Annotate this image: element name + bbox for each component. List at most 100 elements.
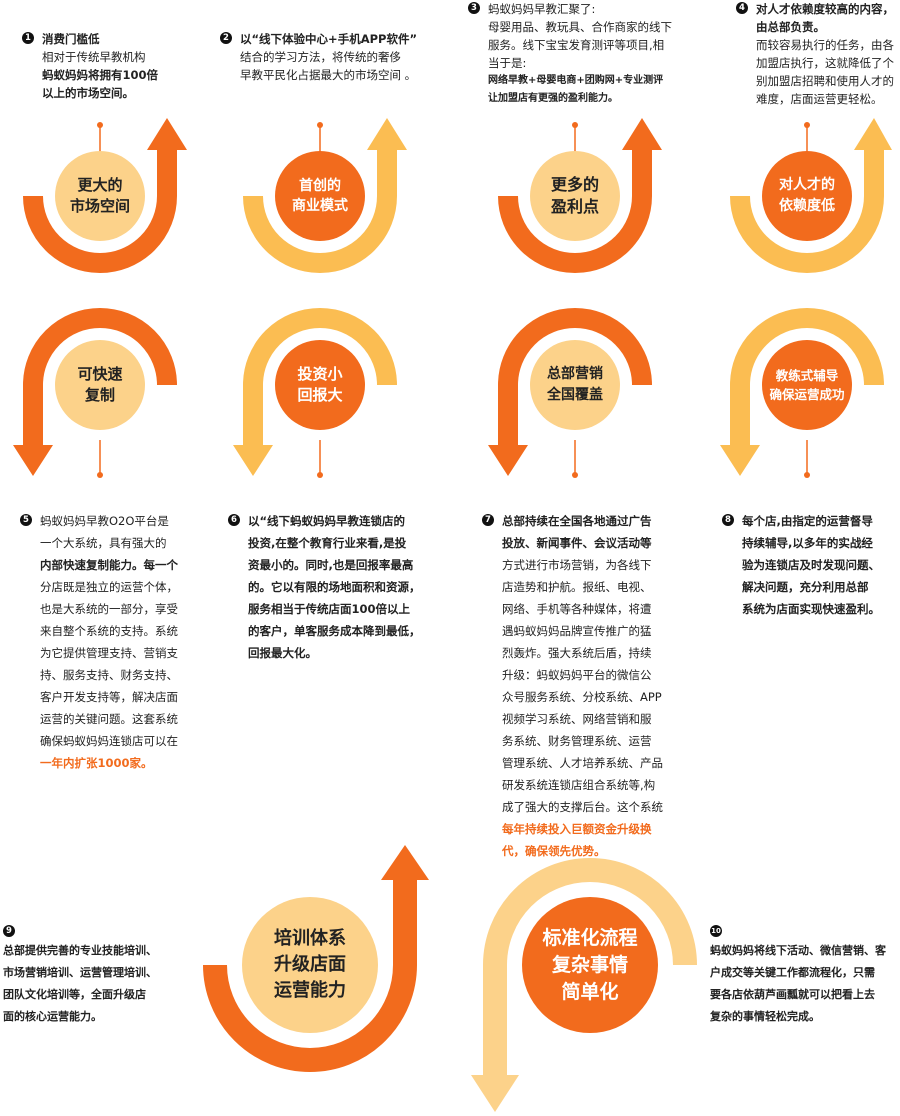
item-5-line-2: 一个大系统，具有强大的: [40, 536, 167, 550]
circle-5-line2: 复制: [84, 386, 115, 404]
arc-1: [23, 118, 187, 273]
item-1-block: 1 消费门槛低 相对于传统早教机构 蚂蚁妈妈将拥有100倍 以上的市场空间。: [22, 30, 222, 102]
circle-10-line3: 简单化: [561, 980, 619, 1003]
circle-9-line2: 升级店面: [274, 954, 346, 975]
item-6-line-5: 服务相当于传统店面100倍以上: [248, 602, 411, 616]
arc-7: [488, 308, 652, 478]
circle-9-line1: 培训体系: [274, 928, 346, 949]
arc-4: [730, 118, 892, 273]
item-5-line-4: 分店既是独立的运营个体，: [40, 580, 178, 594]
item-2-line-1: 以“线下体验中心+手机APP软件”: [240, 32, 418, 46]
circle-label-3: 更多的 盈利点: [530, 151, 620, 241]
item-10-line-1: 蚂蚁妈妈将线下活动、微信营销、客: [710, 944, 886, 957]
item-5-line-5: 也是大系统的一部分，享受: [40, 602, 178, 616]
circle-10-line1: 标准化流程: [542, 926, 638, 949]
item-7-line-5: 网络、手机等各种媒体，将遭: [502, 602, 652, 616]
item-7-line-8: 升级：蚂蚁妈妈平台的微信公: [502, 668, 652, 682]
item-9-line-2: 市场营销培训、运营管理培训、: [3, 966, 157, 979]
arc-5: [13, 308, 177, 478]
item-1-line-1: 消费门槛低: [42, 32, 100, 46]
item-10-line-3: 要各店依葫芦画瓢就可以把看上去: [710, 988, 875, 1001]
item-5-line-11: 确保蚂蚁妈妈连锁店可以在: [40, 734, 178, 748]
circle-1-line2: 市场空间: [69, 197, 130, 215]
item-4-line-4: 加盟店执行，这就降低了个: [756, 56, 894, 70]
item-3-block: 3 蚂蚁妈妈早教汇聚了: 母婴用品、教玩具、合作商家的线下 服务。线下宝宝发育测…: [468, 0, 698, 108]
item-5-line-1: 蚂蚁妈妈早教O2O平台是: [40, 514, 169, 528]
item-2-line-3: 早教平民化占据最大的市场空间 。: [240, 68, 417, 82]
item-7-line-10: 视频学习系统、网络营销和服: [502, 712, 652, 726]
circle-label-7: 总部营销 全国覆盖: [530, 340, 620, 430]
item-7-line-11: 务系统、财务管理系统、运营: [502, 734, 652, 748]
item-6-line-3: 资最小的。同时,也是回报率最高: [248, 558, 414, 572]
item-5-number: 5: [20, 514, 32, 526]
item-10-number: 10: [710, 925, 722, 937]
item-8-line-5: 系统为店面实现快速盈利。: [742, 602, 880, 616]
item-6-line-1: 以“线下蚂蚁妈妈早教连锁店的: [248, 514, 406, 528]
item-10-line-2: 户成交等关键工作都流程化，只需: [710, 966, 875, 979]
item-10-line-4: 复杂的事情轻松完成。: [710, 1010, 820, 1023]
arc-10: [471, 858, 697, 1112]
circle-label-8: 教练式辅导 确保运营成功: [762, 340, 852, 430]
circle-8-line1: 教练式辅导: [775, 368, 839, 383]
item-7-number: 7: [482, 514, 494, 526]
item-3-line-2: 母婴用品、教玩具、合作商家的线下: [488, 20, 672, 34]
item-1-number: 1: [22, 32, 34, 44]
item-3-line-6: 让加盟店有更强的盈利能力。: [488, 93, 618, 104]
circle-4-line2: 依赖度低: [779, 198, 835, 214]
circle-3-line1: 更多的: [550, 175, 599, 194]
circle-2-line1: 首创的: [299, 178, 341, 194]
circle-label-6: 投资小 回报大: [275, 340, 365, 430]
item-5-line-3: 内部快速复制能力。每一个: [40, 558, 178, 572]
item-8-line-2: 持续辅导,以多年的实战经: [742, 536, 873, 550]
item-4-line-3: 而较容易执行的任务，由各: [756, 38, 894, 52]
circle-10-line2: 复杂事情: [551, 953, 628, 976]
item-2-number: 2: [220, 32, 232, 44]
item-7-line-2: 投放、新闻事件、会议活动等: [502, 536, 652, 550]
item-7-line-14: 成了强大的支撑后台。这个系统: [502, 800, 663, 814]
item-8-block: 8 每个店,由指定的运营督导 持续辅导,以多年的实战经 验为连锁店及时发现问题、…: [722, 510, 900, 620]
item-8-number: 8: [722, 514, 734, 526]
item-5-line-9: 客户开发支持等，解决店面: [40, 690, 178, 704]
item-5-line-10: 运营的关键问题。这套系统: [40, 712, 178, 726]
item-6-block: 6 以“线下蚂蚁妈妈早教连锁店的 投资,在整个教育行业来看,是投 资最小的。同时…: [228, 510, 443, 664]
arc-8: [720, 308, 884, 478]
circle-1-line1: 更大的: [77, 176, 123, 194]
item-7-line-4: 店造势和护航。报纸、电视、: [502, 580, 652, 594]
circle-5-line1: 可快速: [77, 365, 123, 383]
circle-label-9: 培训体系 升级店面 运营能力: [242, 897, 378, 1033]
item-7-line-12: 管理系统、人才培养系统、产品: [502, 756, 663, 770]
item-7-line-13: 研发系统连锁店组合系统等,构: [502, 778, 656, 792]
item-1-line-2: 相对于传统早教机构: [42, 50, 146, 64]
item-4-number: 4: [736, 2, 748, 14]
item-7-block: 7 总部持续在全国各地通过广告 投放、新闻事件、会议活动等 方式进行市场营销，为…: [482, 510, 697, 862]
item-6-line-2: 投资,在整个教育行业来看,是投: [248, 536, 407, 550]
item-2-block: 2 以“线下体验中心+手机APP软件” 结合的学习方法，将传统的奢侈 早教平民化…: [220, 30, 450, 84]
item-4-block: 4 对人才依赖度较高的内容， 由总部负责。 而较容易执行的任务，由各 加盟店执行…: [736, 0, 900, 108]
circle-9-line3: 运营能力: [274, 980, 346, 1001]
item-6-line-7: 回报最大化。: [248, 646, 317, 660]
item-7-line-16: 代，确保领先优势。: [502, 844, 606, 858]
item-3-line-1: 蚂蚁妈妈早教汇聚了:: [488, 2, 596, 16]
circle-label-4: 对人才的 依赖度低: [762, 151, 852, 241]
item-5-line-8: 持、服务支持、财务支持、: [40, 668, 178, 682]
item-7-line-9: 众号服务系统、分校系统、APP: [502, 690, 662, 704]
item-3-line-3: 服务。线下宝宝发育测评等项目,相: [488, 38, 665, 52]
circle-7-line1: 总部营销: [547, 366, 603, 382]
circle-2-line2: 商业模式: [292, 198, 348, 214]
item-5-line-7: 为它提供管理支持、营销支: [40, 646, 178, 660]
circle-4-line1: 对人才的: [779, 177, 835, 193]
item-4-line-5: 别加盟店招聘和使用人才的: [756, 74, 894, 88]
item-9-line-3: 团队文化培训等，全面升级店: [3, 988, 146, 1001]
item-6-number: 6: [228, 514, 240, 526]
circle-label-2: 首创的 商业模式: [275, 151, 365, 241]
arc-2: [243, 118, 407, 273]
circle-8-line2: 确保运营成功: [769, 387, 845, 402]
item-7-line-1: 总部持续在全国各地通过广告: [502, 514, 652, 528]
item-3-line-5: 网络早教+母婴电商+团购网+专业测评: [488, 75, 664, 86]
item-6-line-4: 的。它以有限的场地面积和资源，: [248, 580, 421, 594]
item-3-number: 3: [468, 2, 480, 14]
arc-6: [233, 308, 397, 478]
circle-label-5: 可快速 复制: [55, 340, 145, 430]
item-9-number: 9: [3, 925, 15, 937]
